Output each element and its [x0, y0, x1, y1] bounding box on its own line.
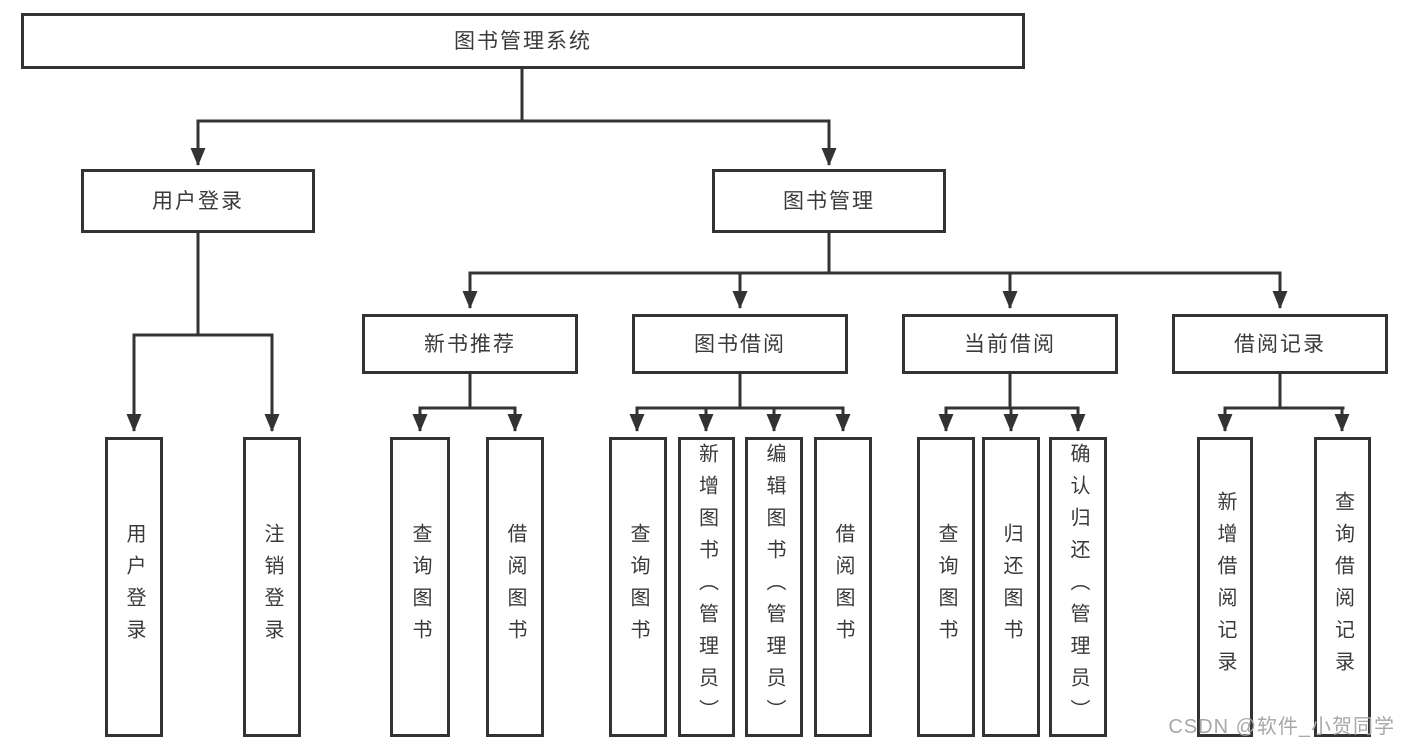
node-book-borrow: 图书借阅 [632, 314, 848, 374]
leaf-query-books-current: 查询图书 [917, 437, 975, 737]
leaf-add-books-admin: 新增图书（管理员） [678, 437, 735, 737]
leaf-query-books-recommend: 查询图书 [390, 437, 450, 737]
node-current-borrow: 当前借阅 [902, 314, 1118, 374]
node-new-book-recommend: 新书推荐 [362, 314, 578, 374]
csdn-watermark: CSDN @软件_小贺同学 [1168, 716, 1395, 738]
leaf-borrow-books-recommend: 借阅图书 [486, 437, 544, 737]
leaf-logout: 注销登录 [243, 437, 301, 737]
node-borrow-record: 借阅记录 [1172, 314, 1388, 374]
leaf-confirm-return-admin: 确认归还（管理员） [1049, 437, 1107, 737]
leaf-query-borrow-record: 查询借阅记录 [1314, 437, 1371, 737]
node-user-login: 用户登录 [81, 169, 315, 233]
leaf-edit-books-admin: 编辑图书（管理员） [745, 437, 803, 737]
leaf-borrow-books: 借阅图书 [814, 437, 872, 737]
leaf-return-books: 归还图书 [982, 437, 1040, 737]
node-book-management: 图书管理 [712, 169, 946, 233]
leaf-add-borrow-record: 新增借阅记录 [1197, 437, 1253, 737]
node-library-management-system: 图书管理系统 [21, 13, 1025, 69]
leaf-query-books-borrow: 查询图书 [609, 437, 667, 737]
leaf-user-login: 用户登录 [105, 437, 163, 737]
